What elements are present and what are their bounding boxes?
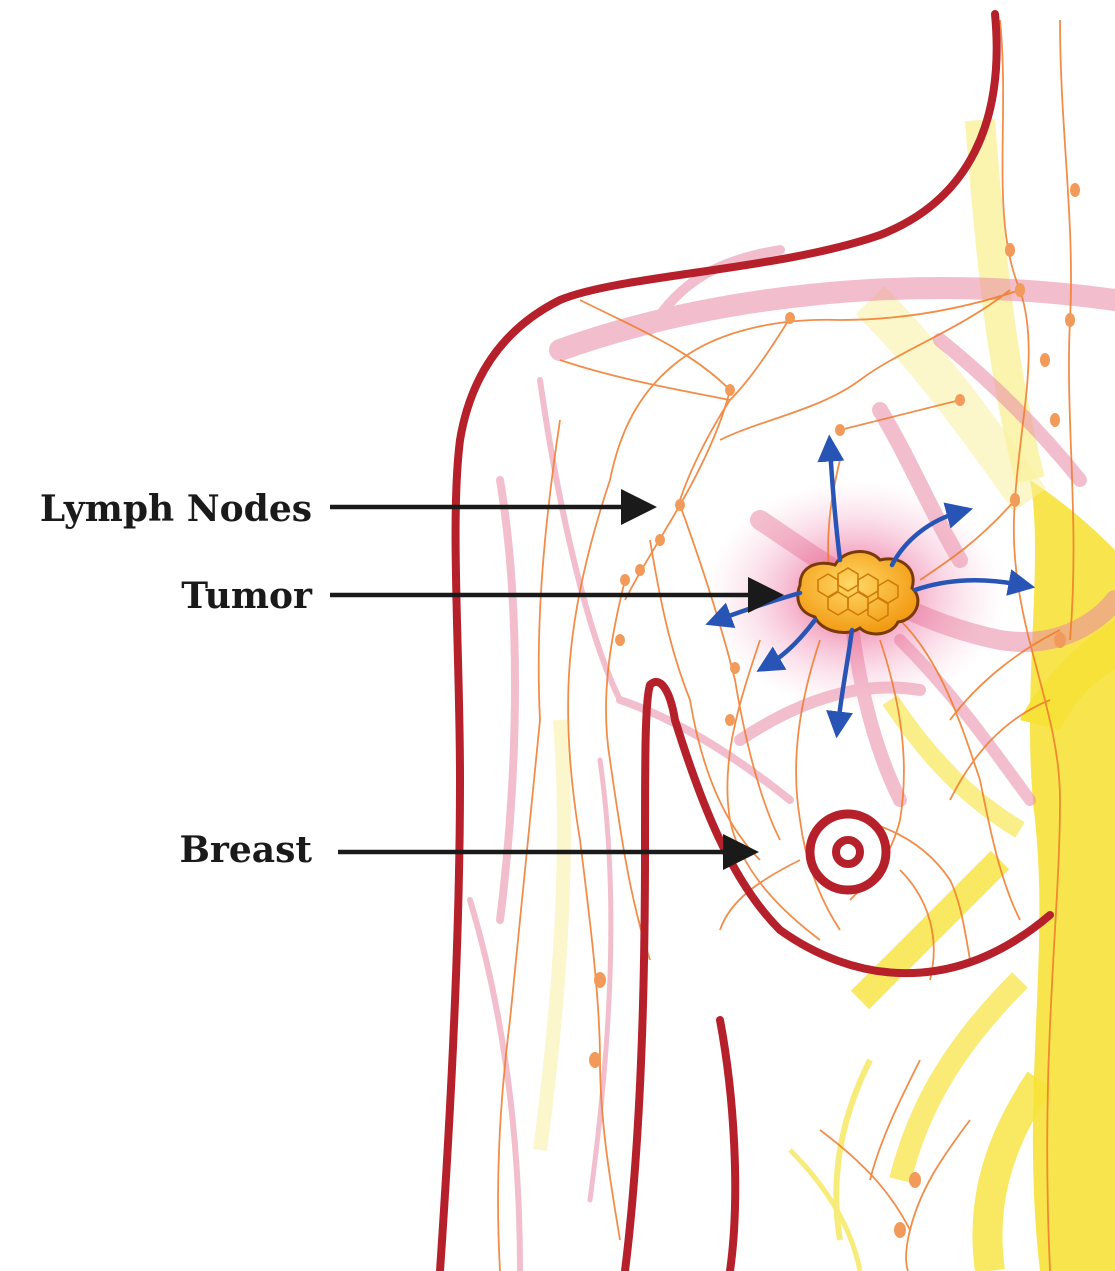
nipple-icon	[810, 814, 886, 890]
lymph-nodes-label: Lymph Nodes	[40, 488, 312, 530]
breast-label: Breast	[179, 829, 312, 871]
pointer-arrows	[330, 507, 775, 852]
tumor-label: Tumor	[181, 575, 313, 617]
torso-side-outline	[720, 1020, 735, 1271]
